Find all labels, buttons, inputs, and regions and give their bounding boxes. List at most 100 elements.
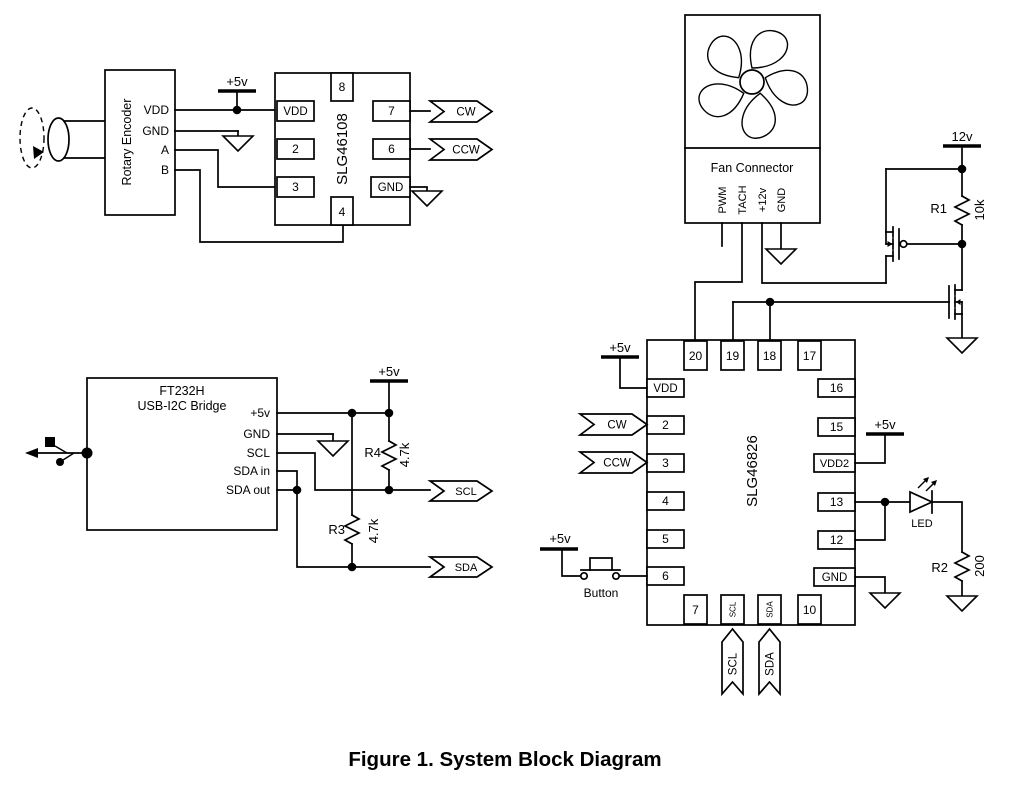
supply-5v-vdd: +5v xyxy=(601,340,648,389)
ccw-flag xyxy=(577,451,649,474)
ft232h-section: FT232H USB-I2C Bridge +5v GND SCL SDA in… xyxy=(25,364,494,578)
ft232h-pin-5v: +5v xyxy=(250,406,270,420)
led-circuit: LED R2 200 xyxy=(854,477,987,613)
pin-label: 6 xyxy=(388,142,395,156)
pin-label: 10 xyxy=(803,603,817,617)
encoder-pin-b: B xyxy=(161,163,169,177)
pin-box-2 xyxy=(276,138,315,160)
ccw-flag-label: CCW xyxy=(452,145,480,157)
fan-wires xyxy=(694,222,887,341)
nmos-transistor xyxy=(948,284,963,320)
junction-dot xyxy=(957,164,967,174)
ground-symbol xyxy=(868,592,902,610)
pin-label: 12 xyxy=(830,533,844,547)
pin-label: SDA xyxy=(766,601,775,618)
pin-box-7 xyxy=(683,594,708,625)
pin-box-19 xyxy=(720,340,745,371)
pin-label: 17 xyxy=(803,349,817,363)
i2c-wires xyxy=(276,412,431,568)
ground-symbol xyxy=(410,190,444,208)
r1-value: 10k xyxy=(972,199,987,220)
ccw-flag xyxy=(427,138,494,161)
supply-12v-label: 12v xyxy=(952,129,973,144)
pin-label: VDD xyxy=(653,383,677,395)
encoder-pin-vdd: VDD xyxy=(144,103,170,117)
pin-box-15 xyxy=(817,417,856,437)
pin-label: 4 xyxy=(662,494,669,508)
cw-flag-label: CW xyxy=(607,420,626,432)
junction-dot xyxy=(292,485,302,495)
sda-flag xyxy=(427,556,494,578)
ft232h-pin-scl: SCL xyxy=(247,446,271,460)
scl-flag-label: SCL xyxy=(728,652,740,675)
junction-dot xyxy=(957,239,967,249)
sda-flag-label: SDA xyxy=(455,562,478,574)
junction-dot xyxy=(232,105,242,115)
r3-ref: R3 xyxy=(328,522,345,537)
supply-5v-i2c: +5v xyxy=(370,364,408,414)
fan-connector-title: Fan Connector xyxy=(711,161,794,175)
r1-ref: R1 xyxy=(930,201,947,216)
rotation-arrowhead-icon xyxy=(33,146,44,159)
pin-label: 4 xyxy=(339,205,346,219)
pin-label: 15 xyxy=(830,420,844,434)
junction-dot xyxy=(765,297,775,307)
pin-label: GND xyxy=(822,572,848,584)
pin-box-vdd xyxy=(276,100,315,122)
button-terminal xyxy=(579,571,589,581)
button-label: Button xyxy=(584,586,619,600)
junction-dot xyxy=(347,562,357,572)
pin-label: 2 xyxy=(292,142,299,156)
encoder-pin-gnd: GND xyxy=(142,124,169,138)
r2-value: 200 xyxy=(972,555,987,577)
pin-label: SCL xyxy=(729,601,738,617)
rotary-encoder-section: Rotary Encoder VDD GND A B +5v xyxy=(19,69,344,243)
usb-icon xyxy=(25,437,93,466)
pin-label: 20 xyxy=(689,349,703,363)
fan-connector-section: Fan Connector PWM TACH +12v GND xyxy=(684,14,887,341)
rotary-encoder-body xyxy=(104,69,176,216)
supply-5v-label: +5v xyxy=(609,340,631,355)
led-symbol xyxy=(909,490,935,514)
pin-box-18 xyxy=(757,340,782,371)
fan-pin-pwm: PWM xyxy=(717,187,729,214)
pin-label: VDD xyxy=(283,106,307,118)
resistor-r1: R1 10k xyxy=(930,168,987,245)
pin-label: 19 xyxy=(726,349,740,363)
rotary-encoder-title: Rotary Encoder xyxy=(120,99,134,186)
pin-label: 7 xyxy=(388,104,395,118)
cw-flag-label: CW xyxy=(456,107,475,119)
pmos-transistor xyxy=(885,226,908,262)
pin-box-sda xyxy=(757,594,782,625)
pin-box-scl xyxy=(720,594,745,625)
ft232h-body xyxy=(86,377,278,531)
junction-dot xyxy=(384,485,394,495)
pin-box-4 xyxy=(330,196,354,226)
fan-icon xyxy=(698,29,809,139)
supply-5v-label: +5v xyxy=(874,417,896,432)
ground-symbol xyxy=(945,595,979,613)
slg46108-section: VDD 2 3 8 4 7 6 GND SLG46108 CW CCW xyxy=(274,72,494,226)
pin-box-8 xyxy=(330,72,354,102)
r3-value: 4.7k xyxy=(366,518,381,543)
pin-box-20 xyxy=(683,340,708,371)
pin-label: 13 xyxy=(830,495,844,509)
pin-label: 2 xyxy=(662,418,669,432)
encoder-shaft-icon xyxy=(47,117,70,162)
ground-symbol xyxy=(221,135,255,153)
scl-flag-bottom xyxy=(721,627,744,697)
pin-box-5 xyxy=(646,529,685,549)
pin-box-16 xyxy=(817,378,856,398)
supply-5v-label: +5v xyxy=(549,531,571,546)
pin-box-3 xyxy=(276,176,315,198)
fan-driver-section: 12v R1 10k xyxy=(732,129,987,355)
ccw-flag-label: CCW xyxy=(603,458,631,470)
pin-label: 3 xyxy=(292,180,299,194)
junction-dot xyxy=(880,497,890,507)
resistor-r3: R3 4.7k xyxy=(328,412,381,568)
pin-box-17 xyxy=(797,340,822,371)
junction-dot xyxy=(347,408,357,418)
button-terminal xyxy=(611,571,621,581)
